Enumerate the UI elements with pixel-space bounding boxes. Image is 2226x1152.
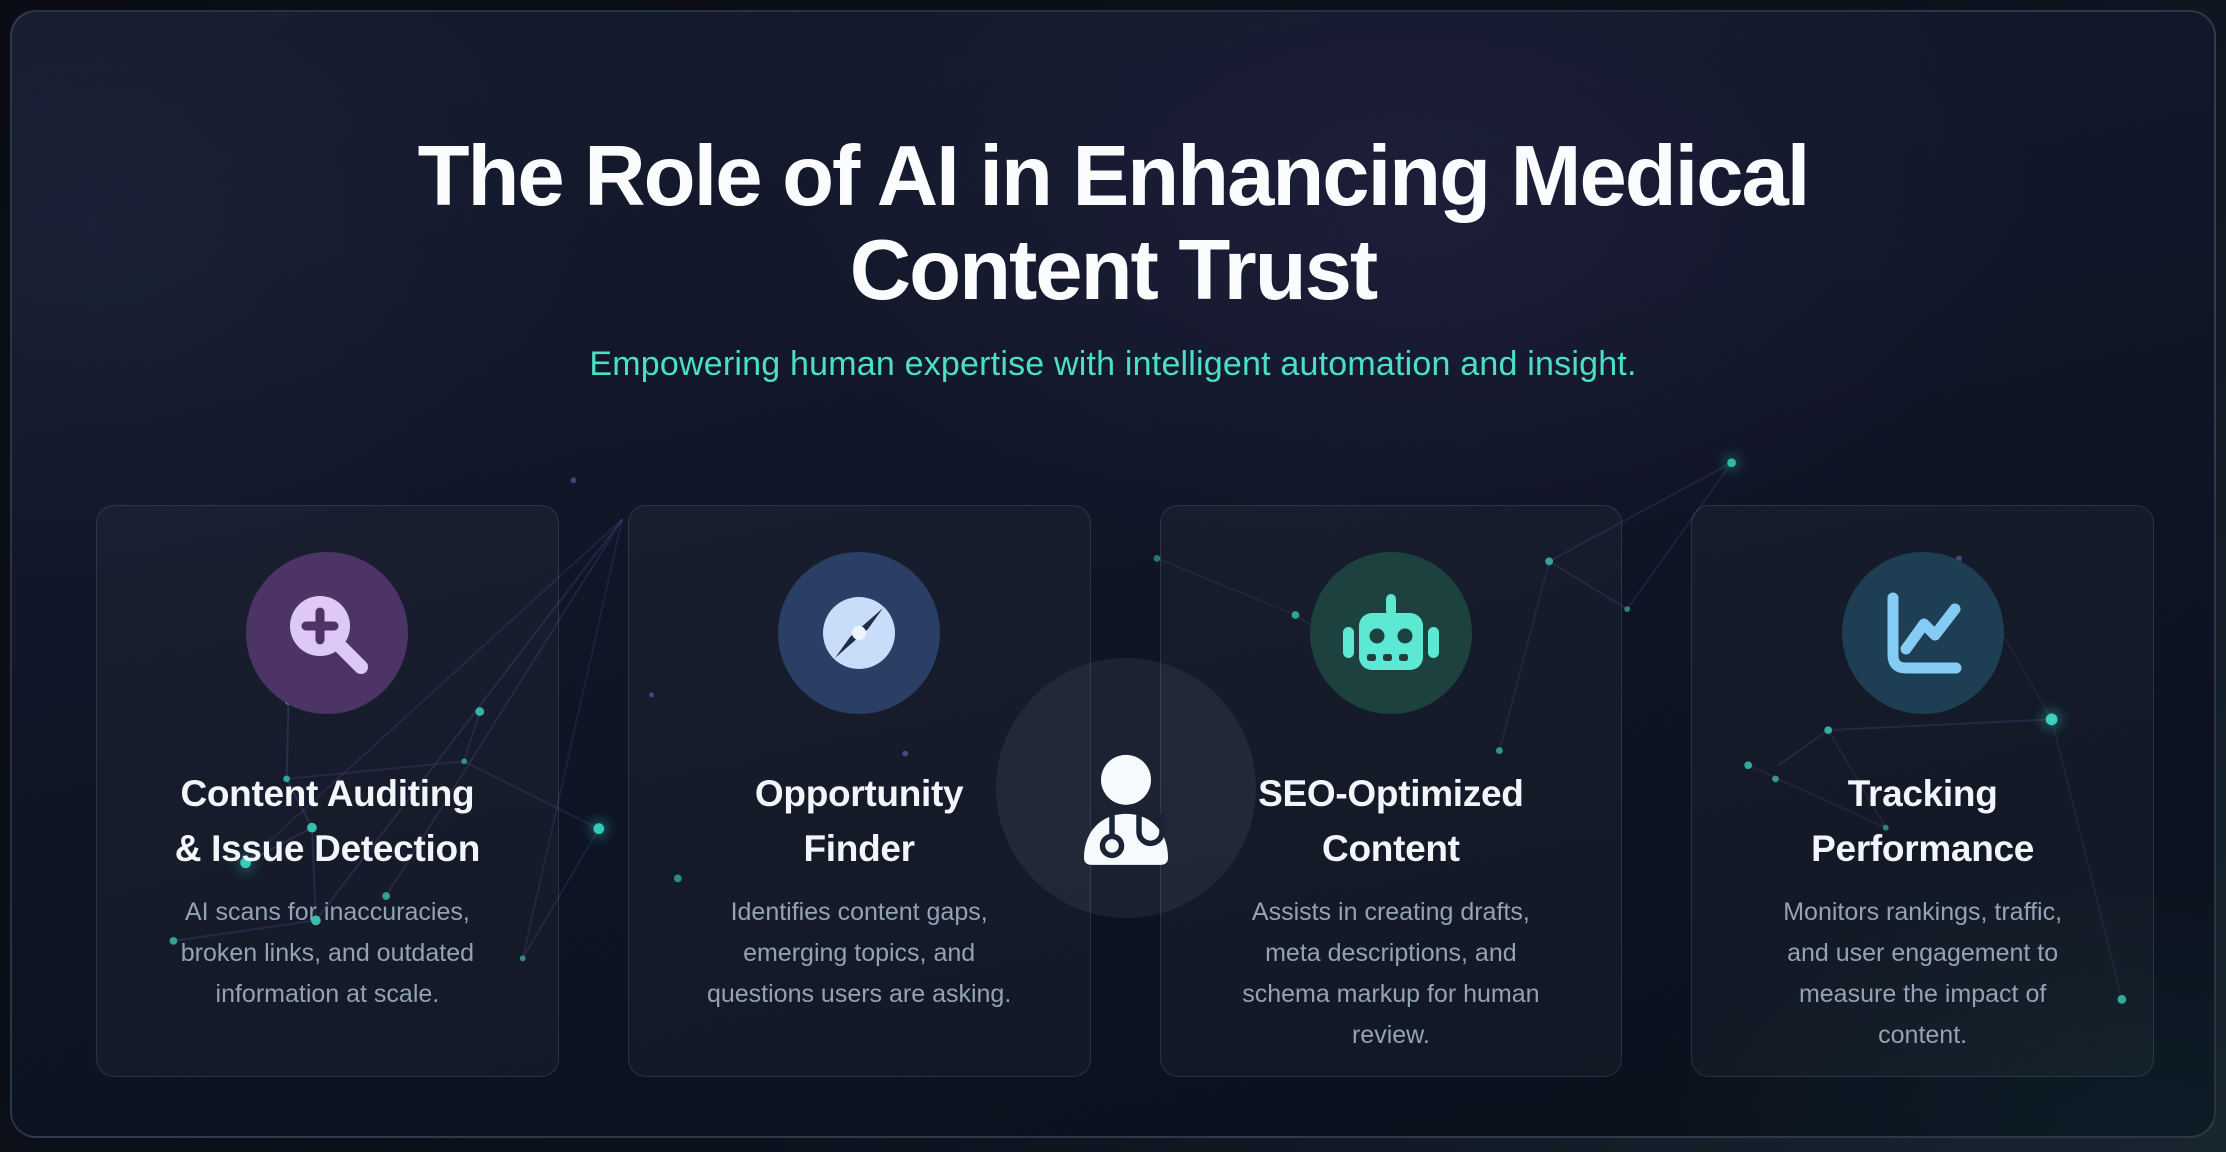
card-tracking-performance: Tracking Performance Monitors rankings, … (1691, 505, 2154, 1077)
slide-header: The Role of AI in Enhancing Medical Cont… (12, 130, 2214, 386)
doctor-badge (996, 658, 1256, 918)
chart-line-icon (1841, 552, 2004, 714)
card-description: Identifies content gaps, emerging topics… (706, 898, 1012, 1008)
card-title: SEO-Optimized Content (1258, 773, 1524, 869)
user-doctor-icon (1084, 754, 1168, 865)
card-seo-optimized-content: SEO-Optimized Content Assists in creatin… (1159, 505, 1623, 1077)
feature-cards: Content Auditing & Issue Detection AI sc… (96, 505, 2154, 1077)
card-title: Tracking Performance (1811, 773, 2035, 869)
robot-icon (1309, 552, 1472, 714)
card-title: Opportunity Finder (754, 773, 964, 869)
card-opportunity-finder: Opportunity Finder Identifies content ga… (627, 505, 1091, 1077)
slide-title: The Role of AI in Enhancing Medical Cont… (417, 129, 1811, 318)
card-title: Content Auditing & Issue Detection (174, 773, 481, 869)
card-description: Monitors rankings, traffic, and user eng… (1783, 898, 2063, 1049)
card-description: AI scans for inaccuracies, broken links,… (180, 898, 474, 1008)
compass-icon (778, 552, 941, 714)
slide-subtitle: Empowering human expertise with intellig… (589, 345, 1637, 383)
card-content-auditing: Content Auditing & Issue Detection AI sc… (96, 505, 559, 1077)
slide-panel: The Role of AI in Enhancing Medical Cont… (10, 10, 2216, 1138)
card-description: Assists in creating drafts, meta descrip… (1242, 898, 1540, 1049)
magnifying-glass-plus-icon (246, 552, 409, 714)
